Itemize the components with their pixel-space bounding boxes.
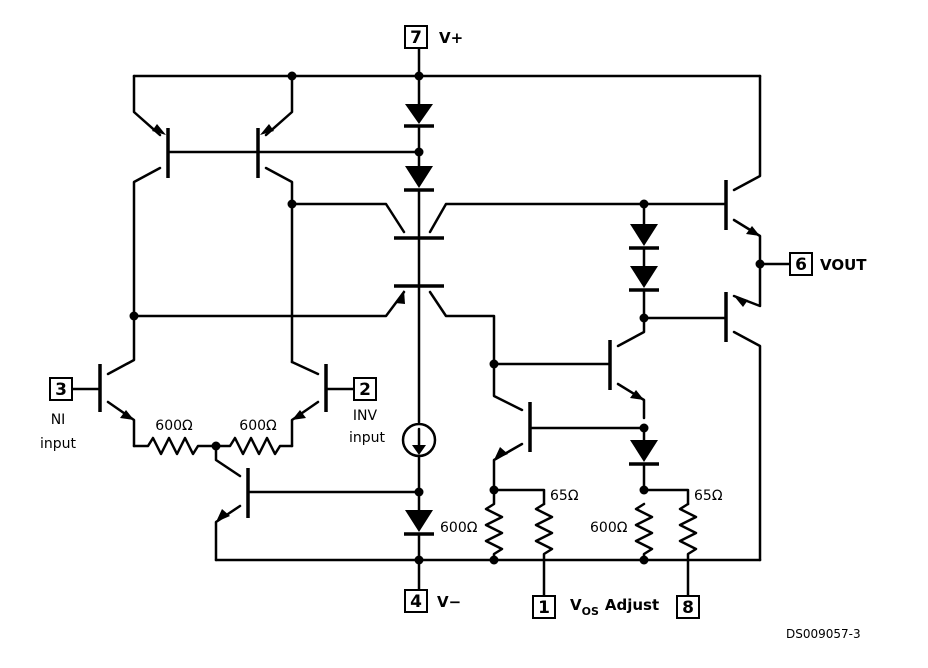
pin-7-vplus: 7 V+ — [404, 25, 463, 49]
mirror-transistors — [129, 74, 424, 364]
pin-label: VOUT — [820, 256, 867, 274]
resistor-label: 600Ω — [239, 418, 277, 434]
pin-6-vout: 6 VOUT — [789, 252, 867, 276]
pin-1-vos: 1 — [532, 595, 556, 619]
pin-number: 1 — [538, 598, 550, 618]
pin-8-vos: 8 — [676, 595, 700, 619]
left-vos-resistors: 600Ω 65Ω — [440, 488, 579, 598]
pin-number: 6 — [795, 255, 807, 275]
pin-3-ni-input: 3 NI input — [40, 377, 77, 452]
current-source — [401, 422, 437, 512]
pin-number: 7 — [410, 28, 422, 48]
pin-2-inv-input: 2 INV input — [349, 377, 386, 446]
resistor-label: 65Ω — [694, 488, 723, 504]
top-rail — [132, 46, 762, 81]
pin-label: V− — [437, 593, 461, 611]
pin-label: V+ — [439, 29, 463, 47]
resistor-label: 600Ω — [155, 418, 193, 434]
output-bias-diodes — [629, 202, 728, 323]
bias-diodes — [404, 74, 434, 238]
pin-number: 4 — [410, 592, 422, 612]
pin-number: 2 — [359, 380, 371, 400]
tail-transistor — [214, 444, 421, 562]
resistor-label: 600Ω — [590, 520, 628, 536]
bottom-rail — [214, 555, 762, 565]
pin-label: input — [349, 430, 386, 446]
resistor-label: 600Ω — [440, 520, 478, 536]
document-code: DS009057-3 — [786, 627, 861, 641]
output-stage — [724, 74, 792, 562]
input-transistors — [70, 314, 356, 448]
pin-label: INV — [353, 408, 378, 424]
right-vos-resistors: 600Ω 65Ω — [590, 426, 723, 598]
pin-label: input — [40, 436, 77, 452]
pin-label: NI — [51, 412, 66, 428]
pin-number: 3 — [55, 380, 67, 400]
vminus-diode — [404, 510, 434, 592]
pin-4-vminus: 4 V− — [404, 589, 461, 613]
resistor-label: 65Ω — [550, 488, 579, 504]
input-resistors: 600Ω 600Ω — [132, 418, 294, 456]
pin-number: 8 — [682, 598, 694, 618]
second-stage — [489, 316, 649, 495]
